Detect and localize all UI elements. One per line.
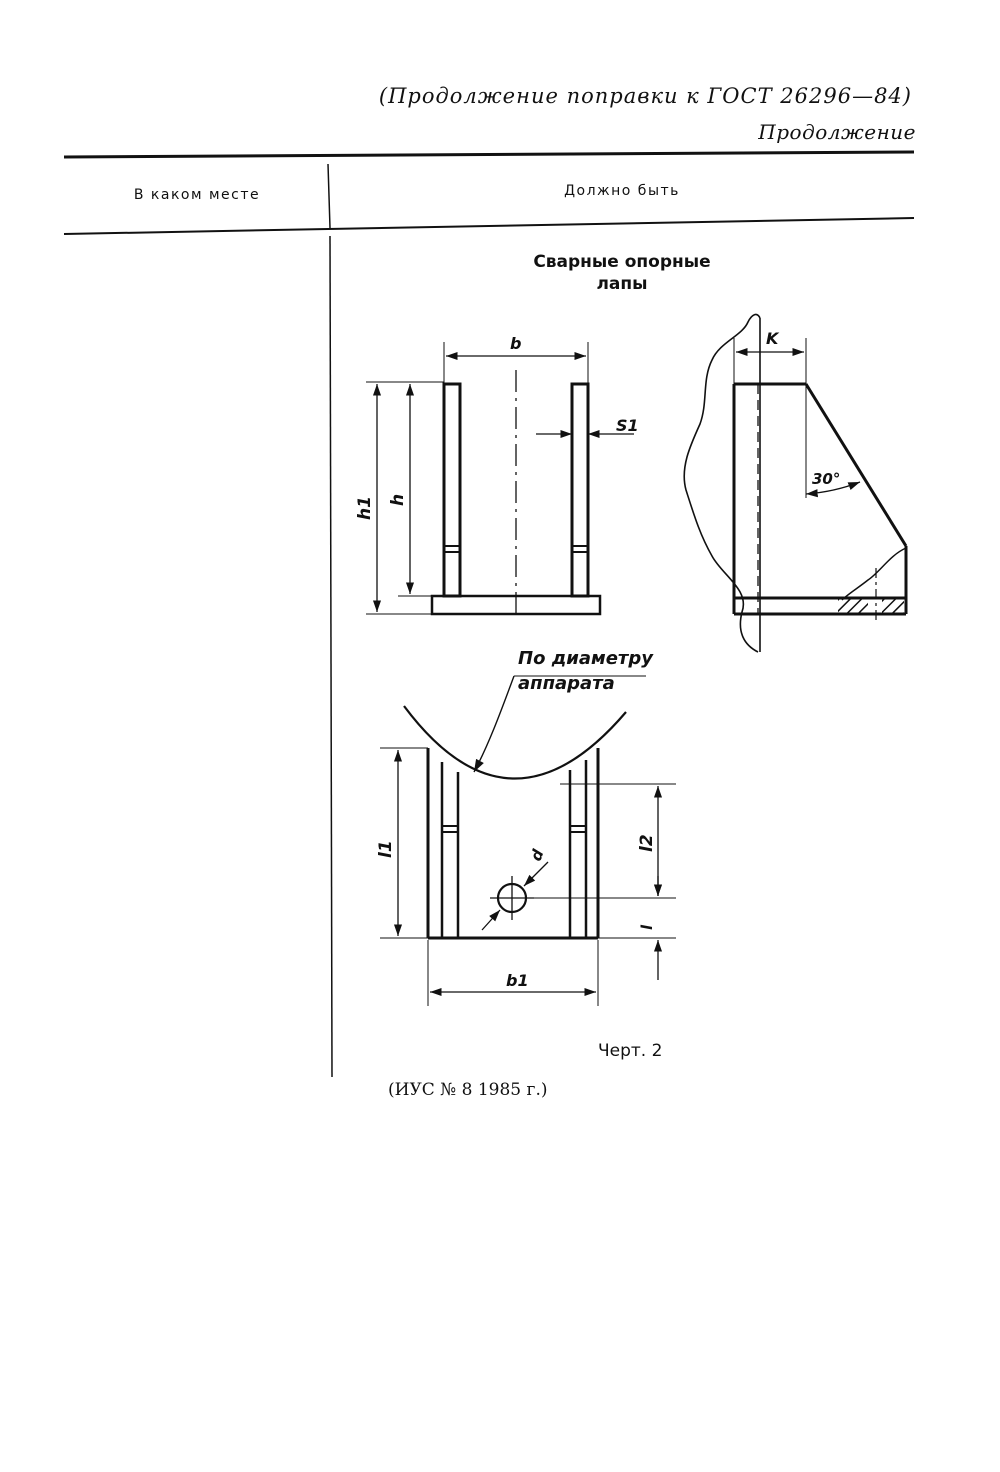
- table-rules: [63, 150, 915, 1078]
- section-title-line2: лапы: [596, 274, 648, 294]
- dim-label-b1: b1: [506, 971, 529, 990]
- front-view-labels: b S1 h1 h: [355, 334, 639, 520]
- dim-label-s1: S1: [616, 416, 639, 435]
- front-view: [366, 342, 634, 618]
- note-label-line2: аппарата: [518, 673, 615, 694]
- dim-label-l2: l2: [637, 834, 657, 852]
- footer-note: (ИУС № 8 1985 г.): [388, 1080, 548, 1100]
- dim-label-b: b: [510, 334, 521, 353]
- dim-label-angle: 30°: [812, 470, 840, 488]
- dim-label-h: h: [388, 494, 408, 506]
- figure-caption: Черт. 2: [598, 1041, 663, 1061]
- note-label-line1: По диаметру: [518, 648, 654, 669]
- page-header-title: (Продолжение поправки к ГОСТ 26296—84): [378, 84, 912, 108]
- table-col-where: В каком месте: [133, 187, 261, 203]
- plan-view: [380, 675, 676, 1006]
- dim-label-k: K: [766, 329, 780, 348]
- dim-label-h1: h1: [355, 496, 375, 520]
- side-view: [683, 313, 908, 653]
- side-view-labels: K 30°: [766, 329, 840, 488]
- section-title: Сварные опорные лапы: [330, 251, 914, 295]
- dim-label-l1: l1: [376, 840, 396, 858]
- table-col-should-be: Должно быть: [564, 183, 680, 199]
- dim-label-d: d: [527, 847, 548, 863]
- dim-label-l: l: [638, 924, 656, 930]
- section-title-line1: Сварные опорные: [533, 252, 711, 272]
- page-header-continuation: Продолжение: [758, 120, 916, 144]
